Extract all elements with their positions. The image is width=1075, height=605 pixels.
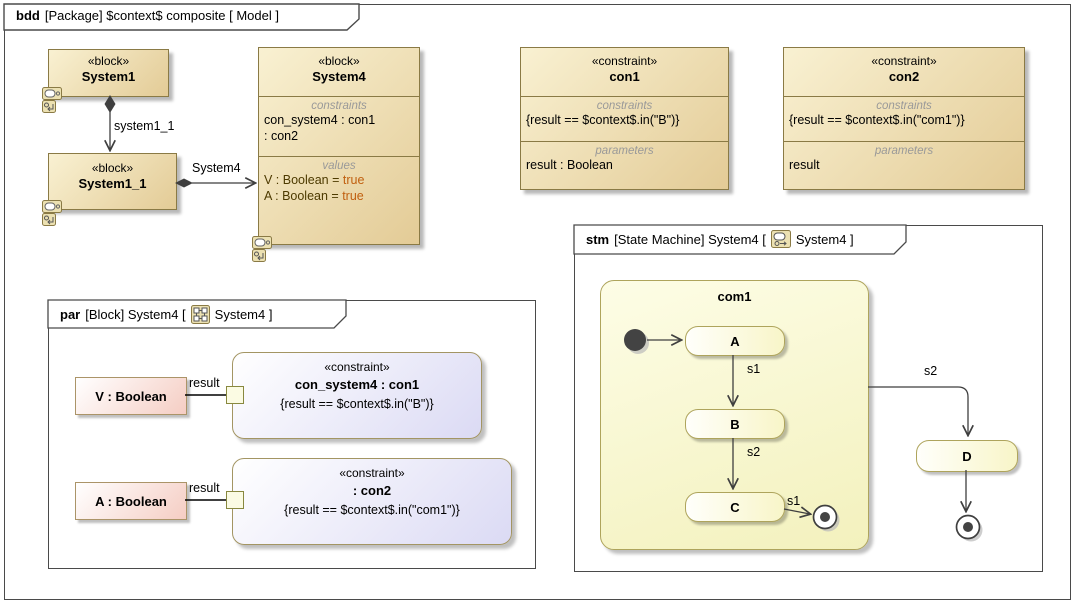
par-keyword: par: [60, 307, 81, 322]
con1-expression: {result == $context$.in("B")}: [526, 113, 680, 128]
stm-keyword: stm: [586, 231, 610, 247]
transition-label-s1-ab[interactable]: s1: [747, 362, 761, 376]
system4-name: System4: [312, 69, 366, 84]
values-compartment-title: values: [322, 160, 356, 172]
state-d-label: D: [962, 448, 972, 464]
constraint2-name: : con2: [352, 483, 392, 499]
system1-name: System1: [81, 69, 136, 84]
parameters-compartment-title: parameters: [874, 145, 934, 157]
constraint-block-con2[interactable]: «constraint» con2 constraints {result ==…: [783, 47, 1025, 190]
par-title-mid: [Block] System4 [: [85, 307, 186, 322]
result-label-2[interactable]: result: [189, 481, 220, 495]
state-b[interactable]: B: [685, 409, 785, 439]
block-system4[interactable]: «block» System4 constraints con_system4 …: [258, 47, 420, 245]
system4-value-v: V : Boolean = true: [264, 173, 365, 188]
block-system1[interactable]: «block» System1: [48, 49, 169, 97]
constraint1-stereotype: «constraint»: [324, 360, 390, 374]
state-machine-icon: [770, 230, 791, 248]
value-property-a-label: A : Boolean: [95, 493, 167, 509]
result-label-1[interactable]: result: [189, 376, 220, 390]
value-property-v-label: V : Boolean: [95, 388, 167, 404]
constraints-compartment-title: constraints: [311, 100, 367, 112]
constraint-property-con2[interactable]: «constraint» : con2 {result == $context$…: [232, 458, 512, 545]
constraint1-expression: {result == $context$.in("B")}: [280, 397, 434, 412]
state-c-label: C: [730, 499, 740, 515]
connector-label-system1-1[interactable]: system1_1: [114, 119, 175, 133]
value-property-a[interactable]: A : Boolean: [75, 482, 187, 520]
state-machine-diagram-icon: [42, 200, 62, 213]
system1-1-stereotype: «block»: [91, 161, 134, 175]
transition-label-s2-com1-d[interactable]: s2: [924, 364, 938, 378]
con2-stereotype: «constraint»: [871, 54, 937, 68]
system1-1-name: System1_1: [78, 176, 147, 191]
system1-stereotype: «block»: [87, 54, 130, 68]
con1-constraints-compartment: constraints {result == $context$.in("B")…: [521, 96, 728, 141]
constraint2-stereotype: «constraint»: [339, 466, 405, 480]
state-a-label: A: [730, 333, 740, 349]
bdd-title-text: [Package] $context$ composite [ Model ]: [44, 8, 279, 23]
system4-values-compartment: values V : Boolean = true A : Boolean = …: [259, 156, 419, 238]
behavior-icon: [42, 213, 56, 226]
com1-name: com1: [717, 289, 752, 304]
constraint-parameter-port-result1[interactable]: [226, 386, 244, 404]
state-b-label: B: [730, 416, 740, 432]
con1-stereotype: «constraint»: [591, 54, 658, 68]
bdd-diagram-frame: [4, 4, 1071, 600]
transition-label-s2-bc[interactable]: s2: [747, 445, 761, 459]
block-system1-1[interactable]: «block» System1_1: [48, 153, 177, 210]
con1-parameter: result : Boolean: [526, 158, 613, 173]
parameters-compartment-title: parameters: [595, 145, 654, 157]
system4-constraints-compartment: constraints con_system4 : con1 : con2: [259, 96, 419, 156]
bdd-tab[interactable]: bdd [Package] $context$ composite [ Mode…: [16, 8, 279, 23]
con2-constraints-compartment: constraints {result == $context$.in("com…: [784, 96, 1024, 141]
transition-label-s1-c-final[interactable]: s1: [787, 494, 801, 508]
con2-parameters-compartment: parameters result: [784, 141, 1024, 185]
system4-constraint-1: con_system4 : con1: [264, 113, 376, 128]
con1-parameters-compartment: parameters result : Boolean: [521, 141, 728, 185]
stm-title-end: System4 ]: [795, 231, 854, 247]
behavior-icon: [252, 249, 266, 262]
constraint2-expression: {result == $context$.in("com1")}: [284, 503, 460, 518]
constraint-property-con-system4[interactable]: «constraint» con_system4 : con1 {result …: [232, 352, 482, 439]
con2-expression: {result == $context$.in("com1")}: [789, 113, 965, 128]
bdd-keyword: bdd: [16, 8, 40, 23]
constraints-compartment-title: constraints: [596, 100, 653, 112]
state-machine-diagram-icon: [252, 236, 272, 249]
state-a[interactable]: A: [685, 326, 785, 356]
parametric-diagram-icon: [190, 305, 210, 324]
con1-name: con1: [609, 69, 640, 84]
bdd-tab-shape: [3, 3, 360, 31]
system4-value-a: A : Boolean = true: [264, 189, 364, 203]
state-d[interactable]: D: [916, 440, 1018, 472]
stm-tab[interactable]: stm [State Machine] System4 [ System4 ]: [586, 230, 854, 248]
par-title-end: System4 ]: [214, 307, 273, 322]
constraint-parameter-port-result2[interactable]: [226, 491, 244, 509]
system4-stereotype: «block»: [318, 54, 360, 68]
con2-parameter: result: [789, 158, 820, 173]
stm-title-mid: [State Machine] System4 [: [614, 231, 766, 247]
par-tab[interactable]: par [Block] System4 [ System4 ]: [60, 305, 272, 324]
state-c[interactable]: C: [685, 492, 785, 522]
state-machine-diagram-icon: [42, 87, 62, 100]
system4-constraint-2: : con2: [264, 129, 299, 143]
connector-label-system4[interactable]: System4: [192, 161, 241, 175]
constraint-block-con1[interactable]: «constraint» con1 constraints {result ==…: [520, 47, 729, 190]
con2-name: con2: [888, 69, 920, 84]
stm-tab-shape: [573, 224, 907, 255]
constraints-compartment-title: constraints: [876, 100, 932, 112]
value-property-v[interactable]: V : Boolean: [75, 377, 187, 415]
behavior-icon: [42, 100, 56, 113]
constraint1-name: con_system4 : con1: [294, 377, 420, 393]
